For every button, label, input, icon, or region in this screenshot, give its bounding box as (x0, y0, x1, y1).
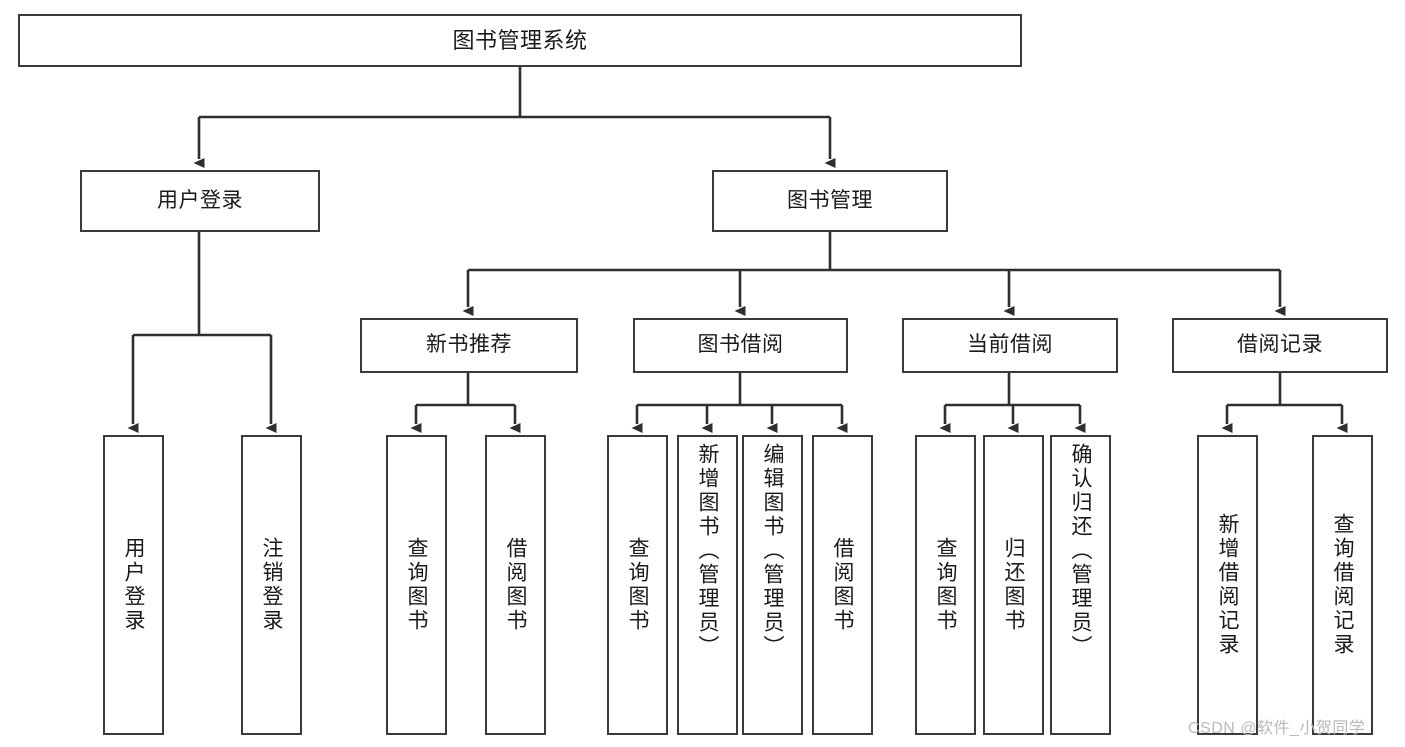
node-label: 图书管理 (787, 188, 873, 212)
leaf-query-book-current[interactable]: 查询图书 (915, 435, 976, 735)
node-root-book-management-system[interactable]: 图书管理系统 (18, 14, 1022, 67)
node-borrow-record[interactable]: 借阅记录 (1172, 318, 1388, 373)
leaf-label: 新增图书（管理员） (696, 443, 719, 659)
node-label: 借阅记录 (1237, 333, 1323, 357)
leaf-add-borrow-record[interactable]: 新增借阅记录 (1197, 435, 1258, 735)
leaf-label: 查询图书 (405, 537, 428, 633)
node-current-borrow[interactable]: 当前借阅 (902, 318, 1118, 373)
node-book-borrow[interactable]: 图书借阅 (633, 318, 848, 373)
leaf-label: 借阅图书 (504, 537, 527, 633)
leaf-label: 归还图书 (1002, 537, 1025, 633)
leaf-label: 查询图书 (934, 537, 957, 633)
leaf-query-borrow-record[interactable]: 查询借阅记录 (1312, 435, 1373, 735)
watermark: CSDN @软件_小贺同学 (1188, 720, 1366, 737)
leaf-label: 借阅图书 (831, 537, 854, 633)
node-label: 图书借阅 (697, 333, 784, 357)
leaf-label: 注销登录 (260, 537, 283, 633)
leaf-borrow-book-recommend[interactable]: 借阅图书 (485, 435, 546, 735)
leaf-label: 确认归还（管理员） (1069, 443, 1092, 659)
leaf-return-book[interactable]: 归还图书 (983, 435, 1044, 735)
node-label: 新书推荐 (426, 333, 512, 357)
node-label: 用户登录 (157, 188, 243, 212)
node-user-login[interactable]: 用户登录 (80, 170, 320, 232)
leaf-user-login[interactable]: 用户登录 (103, 435, 164, 735)
node-label: 图书管理系统 (452, 27, 588, 53)
leaf-label: 用户登录 (122, 537, 145, 633)
leaf-label: 查询图书 (626, 537, 649, 633)
leaf-add-book-admin[interactable]: 新增图书（管理员） (677, 435, 738, 735)
leaf-query-book-recommend[interactable]: 查询图书 (386, 435, 447, 735)
leaf-query-book-borrow[interactable]: 查询图书 (607, 435, 668, 735)
node-label: 当前借阅 (967, 333, 1053, 357)
leaf-label: 新增借阅记录 (1216, 513, 1239, 657)
leaf-edit-book-admin[interactable]: 编辑图书（管理员） (742, 435, 803, 735)
node-book-management[interactable]: 图书管理 (712, 170, 948, 232)
leaf-label: 编辑图书（管理员） (761, 443, 784, 659)
leaf-label: 查询借阅记录 (1331, 513, 1354, 657)
leaf-logout-login[interactable]: 注销登录 (241, 435, 302, 735)
node-new-book-recommend[interactable]: 新书推荐 (360, 318, 578, 373)
leaf-borrow-book[interactable]: 借阅图书 (812, 435, 873, 735)
leaf-confirm-return-admin[interactable]: 确认归还（管理员） (1050, 435, 1111, 735)
